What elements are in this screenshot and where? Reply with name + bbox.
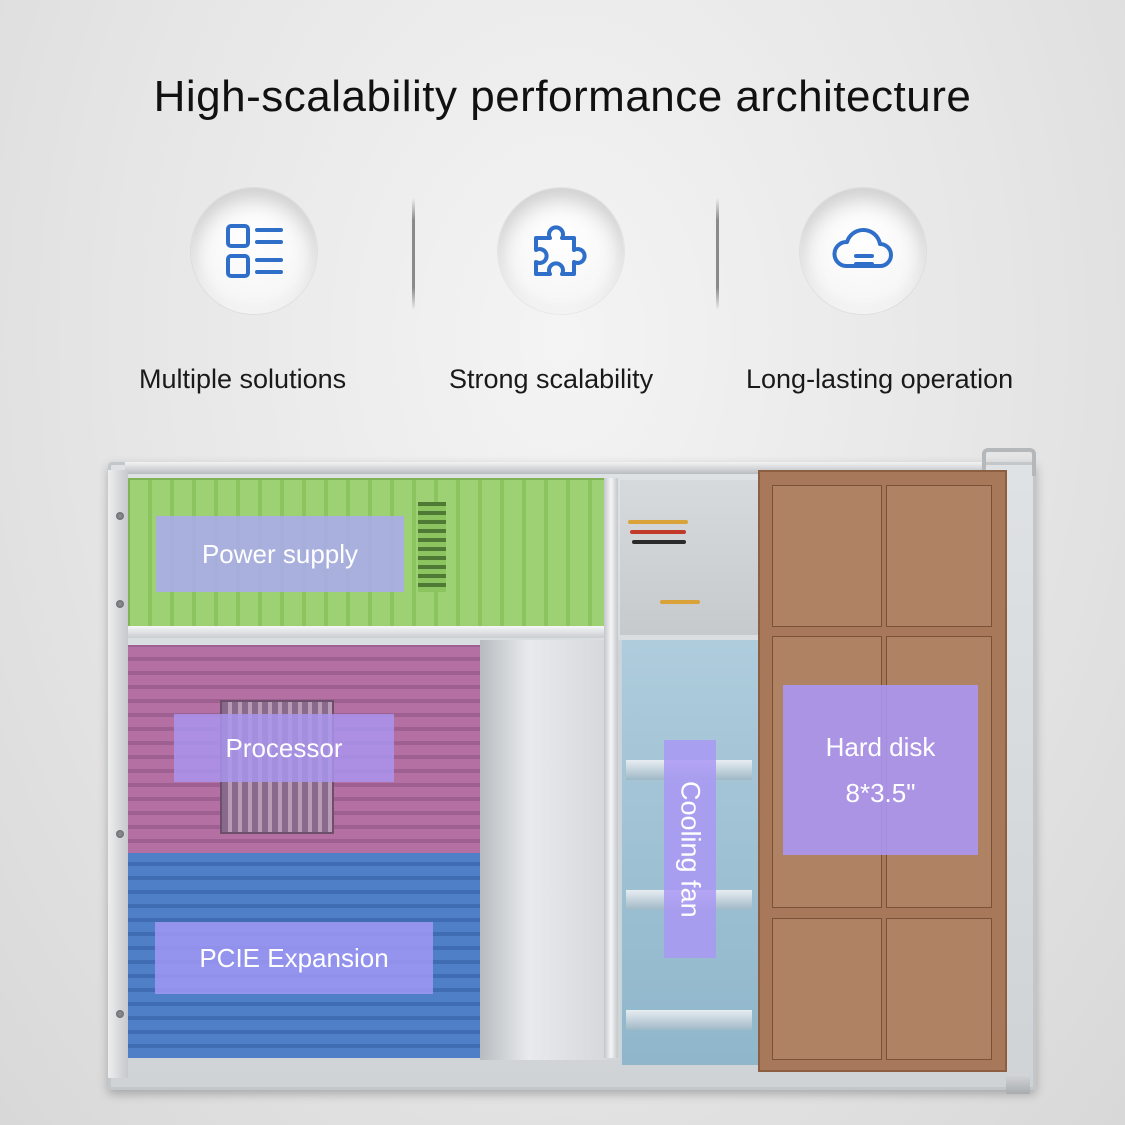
pcie-expansion-label: PCIE Expansion bbox=[155, 922, 433, 994]
feature-divider bbox=[716, 198, 719, 310]
cloud-icon bbox=[800, 188, 926, 314]
chassis-handle-bottom bbox=[1006, 1074, 1030, 1094]
power-cable bbox=[632, 540, 686, 544]
hdd-bay bbox=[886, 485, 992, 627]
processor-text: Processor bbox=[225, 732, 343, 763]
chassis-crossbar bbox=[128, 626, 618, 638]
power-supply-text: Power supply bbox=[201, 538, 359, 569]
chassis-inner-wall bbox=[604, 478, 618, 1058]
cooling-fan-label: Cooling fan bbox=[664, 740, 716, 958]
list-layout-icon bbox=[191, 188, 317, 314]
power-cable bbox=[628, 520, 688, 524]
hdd-bay bbox=[772, 918, 882, 1060]
chassis-left-rail bbox=[108, 470, 128, 1078]
chassis-tray-floor bbox=[480, 640, 620, 1060]
screw bbox=[116, 830, 124, 838]
screw bbox=[116, 512, 124, 520]
feature-label-long-lasting-operation: Long-lasting operation bbox=[746, 364, 1014, 394]
page-title: High-scalability performance architectur… bbox=[153, 72, 972, 121]
hdd-bay bbox=[886, 918, 992, 1060]
feature-label-multiple-solutions: Multiple solutions bbox=[139, 364, 347, 394]
screw bbox=[116, 600, 124, 608]
hdd-bay bbox=[772, 485, 882, 627]
screw bbox=[116, 1010, 124, 1018]
hard-disk-title: Hard disk bbox=[825, 732, 936, 762]
cable-bay bbox=[620, 480, 758, 635]
power-supply-label: Power supply bbox=[156, 516, 404, 592]
cooling-fan-text: Cooling fan bbox=[675, 780, 706, 918]
puzzle-piece-icon bbox=[498, 188, 624, 314]
feature-label-strong-scalability: Strong scalability bbox=[449, 364, 654, 394]
hard-disk-label: Hard disk 8*3.5" bbox=[783, 685, 978, 855]
chassis-handle bbox=[982, 448, 1036, 476]
hard-disk-spec: 8*3.5" bbox=[845, 778, 916, 808]
power-supply-vent bbox=[418, 502, 446, 592]
fan-slot bbox=[626, 1010, 752, 1030]
power-cable bbox=[660, 600, 700, 604]
feature-divider bbox=[412, 198, 415, 310]
power-cable bbox=[630, 530, 686, 534]
pcie-expansion-text: PCIE Expansion bbox=[199, 942, 389, 973]
processor-label: Processor bbox=[174, 714, 394, 782]
